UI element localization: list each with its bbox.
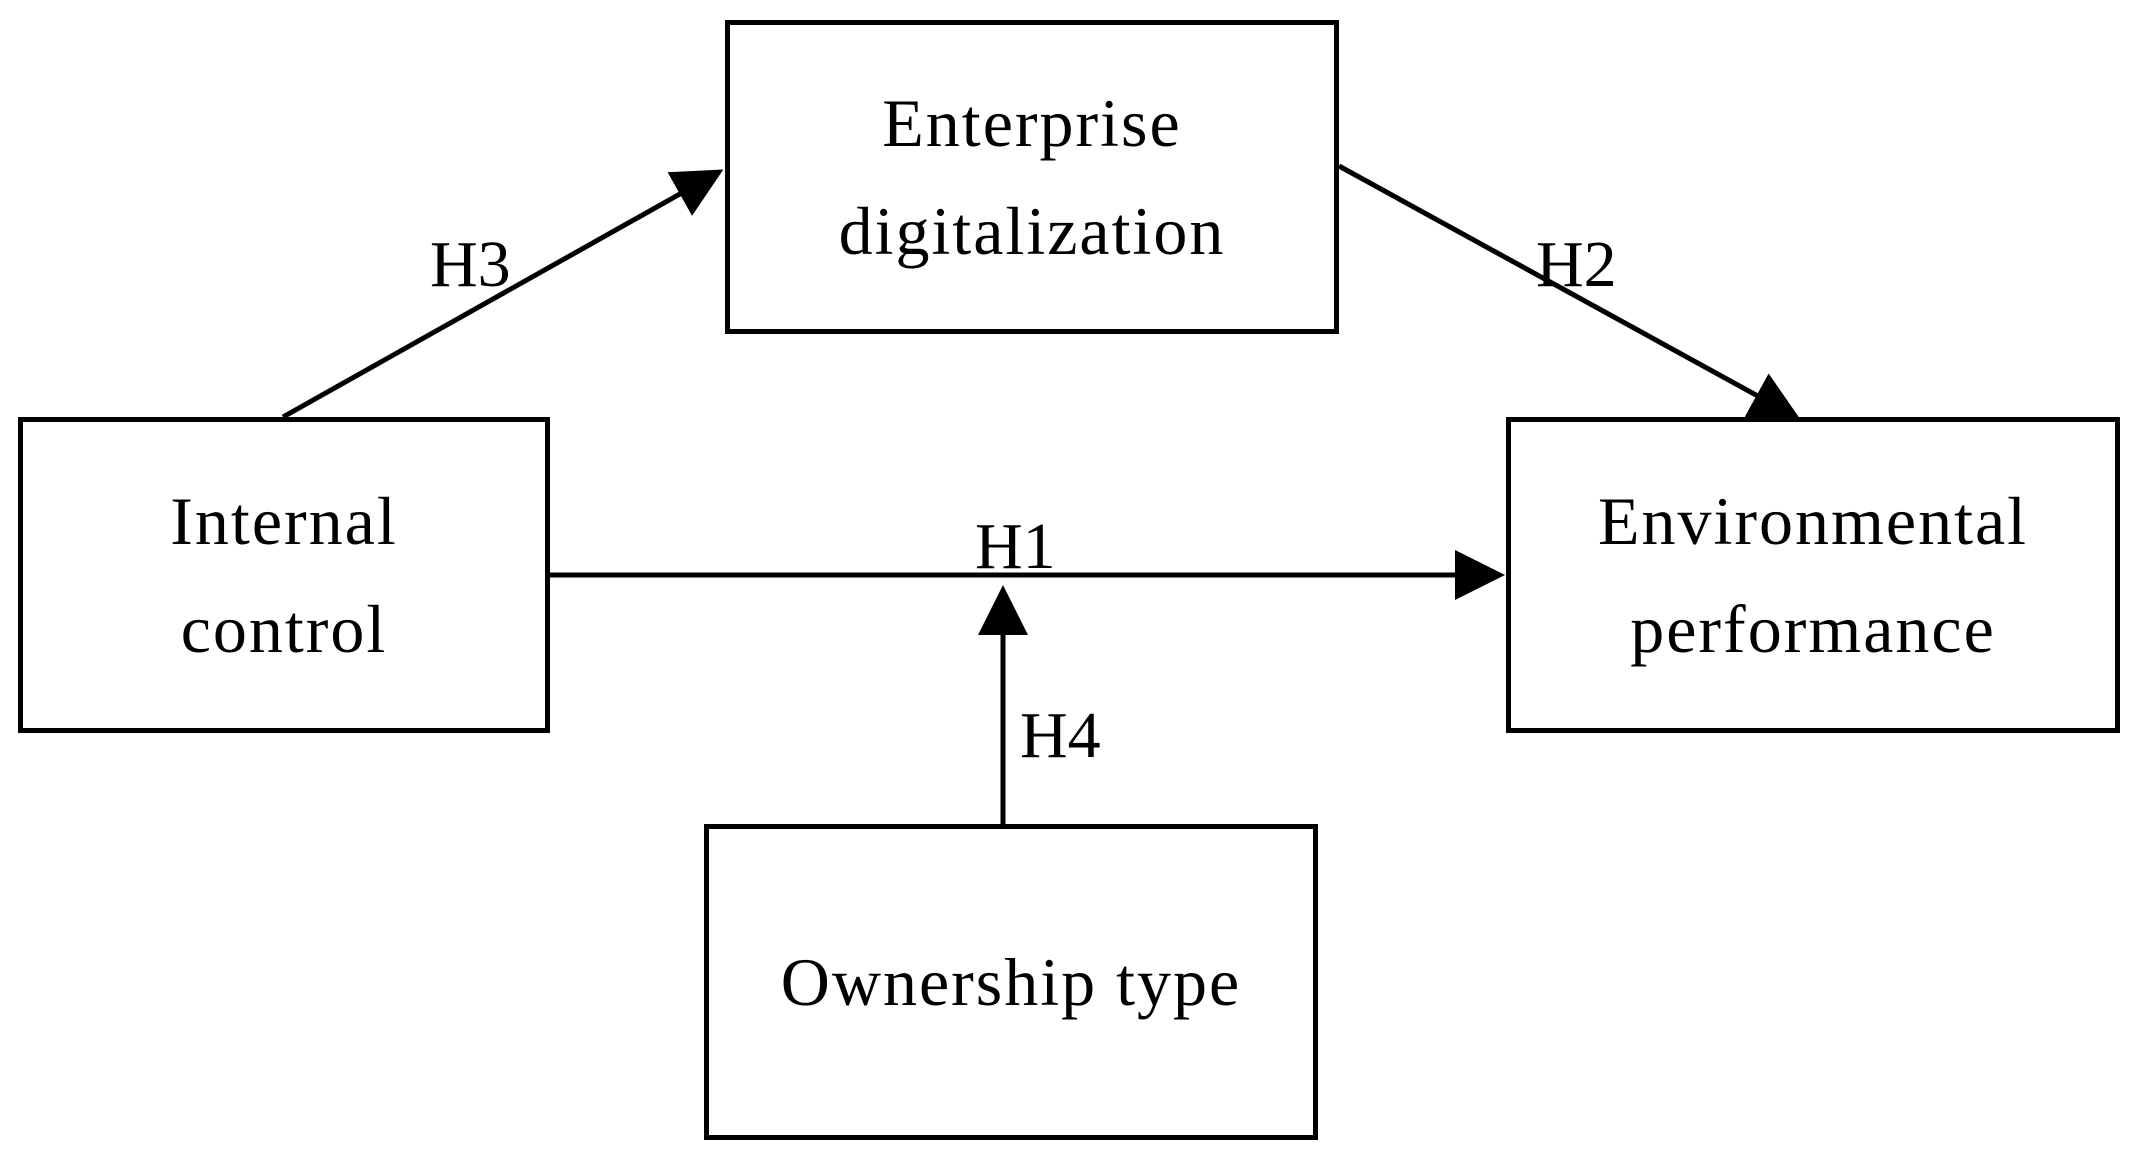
edge-label-h1: H1	[975, 510, 1056, 583]
node-internal-control: Internal control	[18, 417, 550, 733]
node-ownership-type: Ownership type	[704, 824, 1318, 1140]
node-label-line: Environmental	[1597, 483, 2029, 559]
node-label-line: digitalization	[838, 193, 1226, 269]
node-label-line: control	[180, 591, 388, 667]
node-environmental-performance: Environmental performance	[1506, 417, 2120, 733]
node-enterprise-digitalization: Enterprise digitalization	[725, 20, 1339, 334]
node-label-line: Ownership type	[780, 944, 1242, 1020]
node-label-line: performance	[1630, 591, 1996, 667]
edge-label-h2: H2	[1536, 228, 1617, 301]
node-label-line: Internal	[170, 483, 398, 559]
arrow-h3-internal-to-digitalization	[281, 169, 724, 420]
node-label-line: Enterprise	[882, 85, 1182, 161]
edge-label-h4: H4	[1020, 699, 1101, 772]
edge-label-h3: H3	[430, 228, 511, 301]
arrow-h2-digitalization-to-environmental	[1337, 163, 1801, 420]
